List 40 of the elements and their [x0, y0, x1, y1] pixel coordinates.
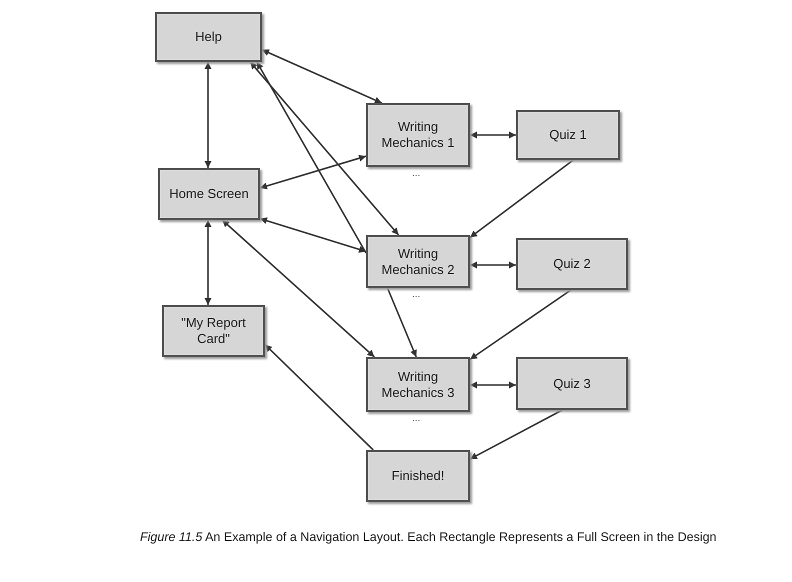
screen-label: Quiz 2	[553, 256, 591, 272]
arrow	[470, 262, 516, 268]
screen-box	[366, 235, 470, 288]
screen-box	[516, 110, 620, 160]
arrow	[470, 409, 563, 460]
screen-label: Finished!	[392, 468, 444, 484]
screen-label: "My Report Card"	[180, 315, 247, 347]
ellipsis-note: ...	[412, 290, 420, 300]
screen-box	[366, 357, 470, 412]
arrow	[470, 382, 516, 388]
ellipsis-note: ...	[412, 414, 420, 424]
ellipsis-note: ...	[412, 169, 420, 179]
arrow	[260, 217, 366, 253]
screen-label: Quiz 1	[549, 127, 587, 143]
screen-label: Writing Mechanics 2	[380, 246, 456, 278]
screen-box	[516, 357, 628, 410]
screen-box	[366, 103, 470, 167]
screen-label: Quiz 3	[553, 376, 591, 392]
screen-label: Help	[195, 29, 222, 45]
screen-box	[366, 450, 470, 502]
screen-label: Home Screen	[169, 186, 249, 202]
screen-box	[155, 12, 262, 62]
screen-box	[158, 168, 260, 220]
arrow	[260, 154, 366, 190]
arrow	[264, 344, 374, 451]
screen-box	[162, 305, 265, 357]
arrow	[470, 132, 516, 138]
arrow	[386, 288, 417, 358]
arrow	[204, 220, 212, 305]
arrow	[204, 62, 212, 168]
figure-caption: Figure 11.5 An Example of a Navigation Layout. Each Rectangle Represents a Full Screen in the Design	[140, 529, 718, 545]
arrow	[470, 159, 574, 238]
screen-label: Writing Mechanics 1	[380, 119, 456, 151]
arrow	[222, 219, 375, 358]
arrow	[470, 289, 572, 360]
screen-label: Writing Mechanics 3	[380, 368, 456, 400]
arrow	[256, 62, 367, 254]
arrow	[262, 49, 382, 104]
arrow	[250, 61, 400, 236]
screen-box	[516, 238, 628, 290]
